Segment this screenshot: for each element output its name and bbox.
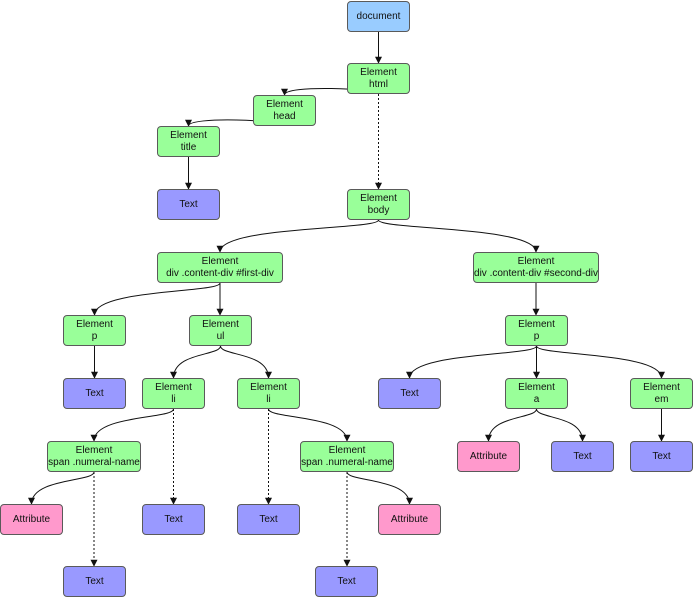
node-label-span1-0: Element (75, 444, 113, 456)
node-span1-text: Text (63, 566, 126, 597)
edge-ul-to-li1 (170, 345, 221, 379)
edge-a-to-a-attr (485, 408, 537, 442)
node-label-em-text-0: Text (652, 450, 671, 462)
node-label-body-1: body (367, 204, 390, 216)
edge-li1-to-span1 (90, 408, 174, 442)
node-span2-attr: Attribute (378, 504, 441, 535)
edge-a-to-a-text (536, 408, 586, 442)
edge-span1-to-span1-attr (28, 471, 95, 505)
node-label-html-1: html (369, 78, 388, 90)
node-label-p1-text-0: Text (85, 387, 104, 399)
node-label-title-text-0: Text (179, 198, 198, 210)
node-title-text: Text (157, 189, 220, 220)
node-label-p2-0: Element (518, 318, 555, 330)
node-label-span1-text-0: Text (85, 575, 104, 587)
edge-body-to-div1 (216, 219, 379, 253)
node-label-span2-attr-0: Attribute (390, 513, 429, 525)
node-li1-text: Text (142, 504, 205, 535)
node-label-span1-1: span .numeral-name (48, 456, 140, 468)
node-label-em-1: em (654, 393, 669, 405)
node-label-ul-0: Element (202, 318, 239, 330)
node-p2-text: Text (378, 378, 441, 409)
node-a-attr: Attribute (457, 441, 520, 472)
node-label-div1-1: div .content-div #first-div (166, 267, 274, 279)
node-label-p2-1: p (533, 330, 540, 342)
node-label-li2-1: li (266, 393, 271, 405)
edge-p2-to-em (536, 345, 665, 379)
node-p1-text: Text (63, 378, 126, 409)
node-label-div1-0: Element (201, 255, 239, 267)
node-label-document-0: document (356, 10, 401, 22)
node-li2-text: Text (237, 504, 300, 535)
node-label-div2-1: div .content-div #second-div (474, 267, 598, 279)
node-label-title-0: Element (170, 129, 207, 141)
edge-li2-to-span2 (268, 408, 351, 442)
node-document: document (347, 1, 410, 32)
node-label-span2-1: span .numeral-name (301, 456, 393, 468)
edge-span2-to-span2-attr (346, 471, 413, 505)
node-label-a-0: Element (518, 381, 555, 393)
node-span2-text: Text (315, 566, 378, 597)
edge-body-to-div2 (378, 219, 540, 253)
node-label-div2-0: Element (517, 255, 555, 267)
node-label-a-text-0: Text (573, 450, 592, 462)
node-label-li1-0: Element (155, 381, 192, 393)
node-label-body-0: Element (360, 192, 397, 204)
edge-div1-to-p1 (91, 282, 221, 316)
node-label-em-0: Element (643, 381, 680, 393)
node-a-text: Text (551, 441, 614, 472)
node-label-span2-0: Element (328, 444, 366, 456)
node-label-span2-text-0: Text (337, 575, 356, 587)
node-label-p1-1: p (91, 330, 98, 342)
node-label-ul-1: ul (216, 330, 225, 342)
node-label-li1-text-0: Text (164, 513, 183, 525)
node-label-html-0: Element (360, 66, 397, 78)
edge-ul-to-li2 (220, 345, 272, 379)
node-span1-attr: Attribute (0, 504, 63, 535)
node-label-li1-1: li (171, 393, 176, 405)
node-label-head-1: head (273, 110, 296, 122)
node-label-head-0: Element (266, 98, 303, 110)
node-label-p1-0: Element (76, 318, 113, 330)
node-label-li2-text-0: Text (259, 513, 278, 525)
node-label-p2-text-0: Text (400, 387, 419, 399)
node-label-title-1: title (180, 141, 197, 153)
node-em-text: Text (630, 441, 693, 472)
node-label-a-attr-0: Attribute (469, 450, 508, 462)
node-label-span1-attr-0: Attribute (12, 513, 51, 525)
edge-p2-to-p2-text (406, 345, 537, 379)
node-label-a-1: a (533, 393, 540, 405)
node-label-li2-0: Element (250, 381, 287, 393)
